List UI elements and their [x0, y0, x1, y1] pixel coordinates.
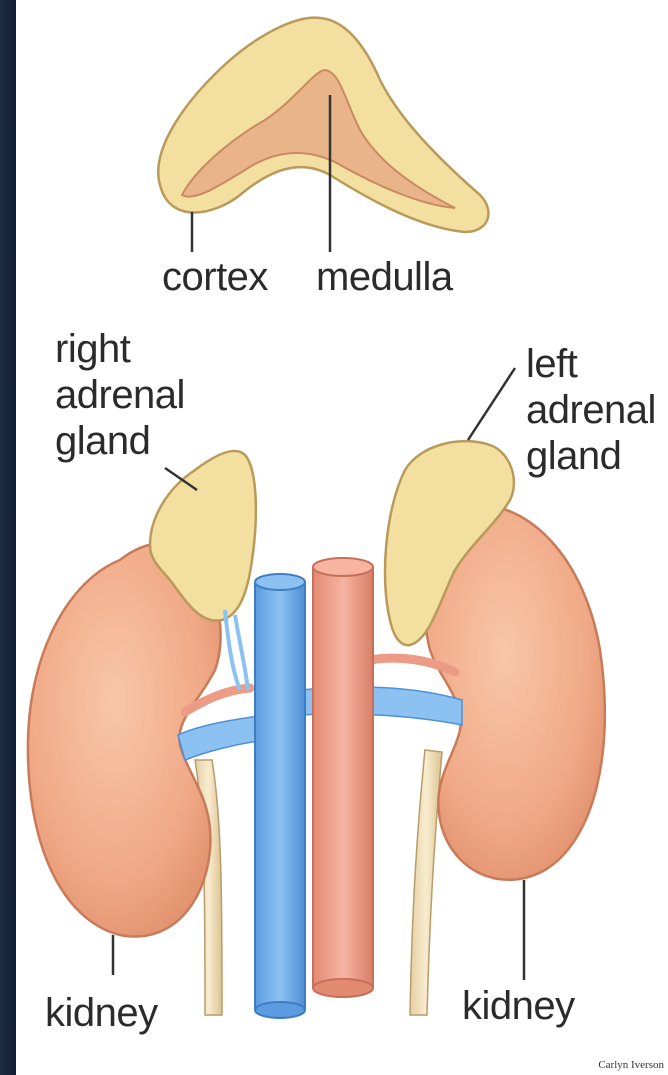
aorta-group	[313, 558, 373, 997]
left-adrenal-label-line-1: left	[526, 341, 656, 387]
medulla-label: medulla	[316, 254, 453, 300]
vena-cava-top	[255, 574, 305, 590]
vena-cava-bottom	[255, 1002, 305, 1018]
kidney-label-right-side: kidney	[462, 983, 575, 1029]
left-adrenal-label-line-3: gland	[526, 433, 656, 479]
right-adrenal-label-line-1: right	[55, 326, 185, 372]
right-kidney-group	[28, 451, 265, 1015]
left-ureter	[410, 750, 442, 1015]
adrenal-cross-section	[158, 18, 488, 252]
right-renal-vein	[178, 715, 265, 760]
cortex-label: cortex	[162, 254, 268, 300]
right-adrenal-vessels	[225, 610, 248, 690]
vena-cava	[255, 580, 305, 1012]
illustrator-credit: Carlyn Iverson	[598, 1059, 664, 1071]
left-adrenal-label-line-2: adrenal	[526, 387, 656, 433]
right-adrenal-gland-label: right adrenal gland	[55, 326, 185, 464]
left-adrenal-pointer	[468, 368, 515, 440]
vena-cava-group	[255, 574, 305, 1018]
aorta-top	[313, 558, 373, 576]
left-adrenal-gland-label: left adrenal gland	[526, 341, 656, 479]
kidney-label-left-side: kidney	[45, 990, 158, 1036]
aorta	[313, 565, 373, 990]
aorta-bottom	[313, 979, 373, 997]
right-adrenal-label-line-3: gland	[55, 418, 185, 464]
right-adrenal-label-line-2: adrenal	[55, 372, 185, 418]
